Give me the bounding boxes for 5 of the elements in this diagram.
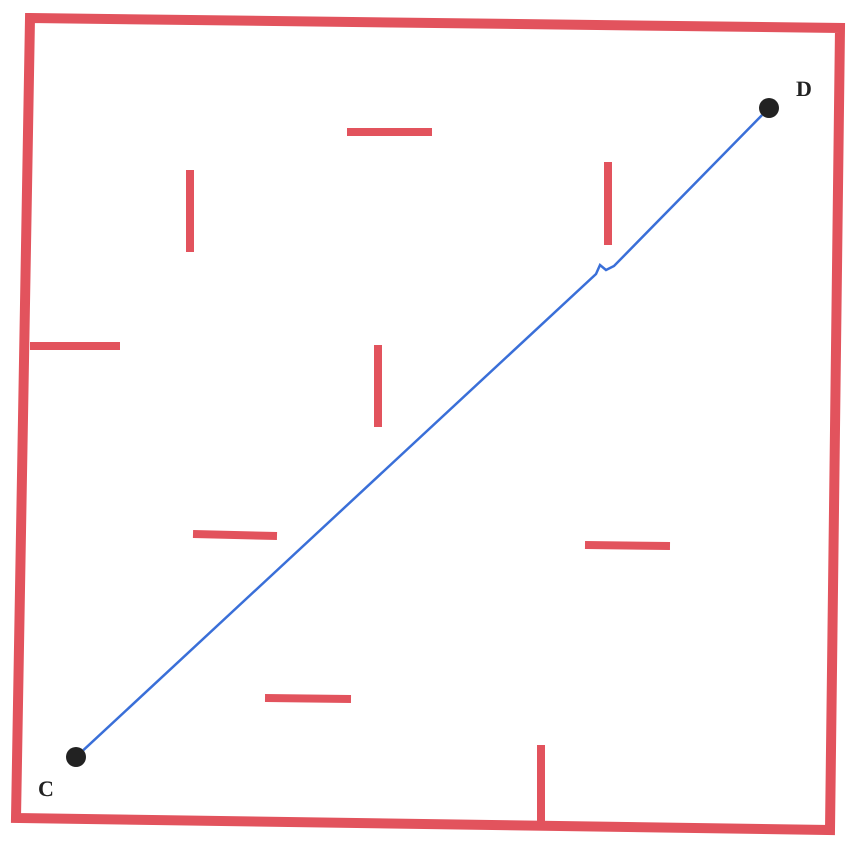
path-line <box>82 114 763 752</box>
point-marker <box>759 98 779 118</box>
point-marker <box>66 747 86 767</box>
point-label: D <box>796 78 812 100</box>
point-label: C <box>38 778 54 800</box>
